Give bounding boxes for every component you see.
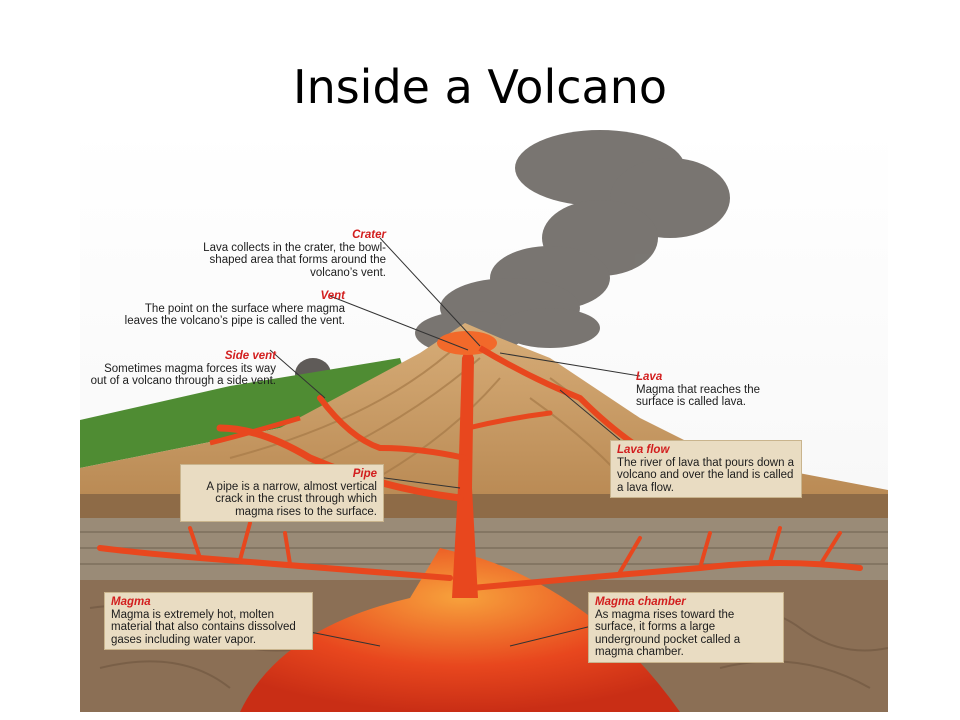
crater-title: Crater [352,229,386,241]
lava-description: Magma that reaches the surface is called… [636,383,761,409]
lava-flow-description: The river of lava that pours down a volc… [617,456,795,494]
side-vent-callout: Side vent Sometimes magma forces its way… [86,350,276,388]
lava-flow-left [209,415,301,446]
magma-description: Magma is extremely hot, molten material … [111,608,296,646]
magma-chamber-title: Magma chamber [595,596,686,608]
main-pipe [452,343,478,598]
magma-chamber-description: As magma rises toward the surface, it fo… [595,608,741,659]
lava-title: Lava [636,371,663,383]
magma-callout: Magma Magma is extremely hot, molten mat… [104,592,313,650]
volcano-diagram: Crater Lava collects in the crater, the … [80,128,888,712]
magma-chamber [240,548,680,712]
pipe-title: Pipe [352,468,377,480]
vent-title: Vent [320,290,346,302]
pipe-callout: Pipe A pipe is a narrow, almost vertical… [180,464,384,522]
side-vent-description: Sometimes magma forces its way out of a … [90,362,276,388]
slide-title: Inside a Volcano [293,60,667,114]
lava-flow-right [478,345,642,451]
lava-flow-title: Lava flow [617,444,670,456]
pipe-description: A pipe is a narrow, almost vertical crac… [206,480,377,518]
magma-chamber-callout: Magma chamber As magma rises toward the … [588,592,784,663]
leader-lines [269,237,641,647]
lava-callout: Lava Magma that reaches the surface is c… [636,371,786,409]
magma-title: Magma [111,596,151,608]
lava-flow-callout: Lava flow The river of lava that pours d… [610,440,802,498]
crater-description: Lava collects in the crater, the bowl-sh… [203,241,386,279]
side-vent-title: Side vent [224,350,276,362]
crater-callout: Crater Lava collects in the crater, the … [186,229,386,279]
vent-description: The point on the surface where magma lea… [124,302,345,328]
grass-slope [80,358,410,468]
vent-callout: Vent The point on the surface where magm… [120,290,345,328]
